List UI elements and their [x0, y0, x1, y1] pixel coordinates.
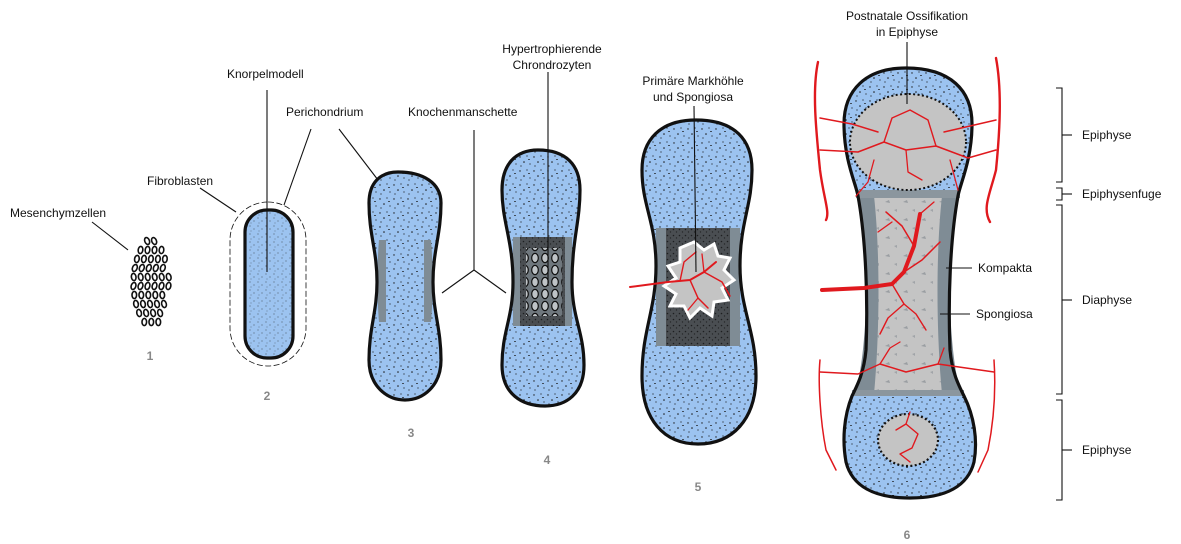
mesenchyme-cell — [159, 264, 166, 272]
bone-collar-right — [730, 228, 740, 346]
stage-number-6: 6 — [904, 528, 911, 542]
mesenchyme-cell — [160, 291, 165, 298]
stage-2-cartilage-model — [230, 202, 306, 366]
mesenchyme-cell — [155, 255, 160, 263]
mesenchyme-cell — [139, 291, 144, 298]
label-fibroblasten: Fibroblasten — [147, 174, 213, 188]
mesenchyme-cell — [137, 282, 143, 290]
mesenchyme-cell — [159, 273, 165, 281]
bone-collar-right — [424, 240, 433, 322]
mesenchyme-cell — [159, 246, 164, 254]
stage-6-bone — [815, 58, 1000, 498]
mesenchyme-cell — [147, 300, 153, 308]
mesenchyme-cell — [145, 264, 152, 272]
mesenchyme-cell-cluster — [130, 237, 172, 326]
mesenchyme-cell — [165, 282, 171, 290]
stage-number-1: 1 — [147, 349, 154, 363]
leader-fibroblasten — [200, 188, 236, 212]
label-kompakta: Kompakta — [978, 261, 1032, 275]
growth-plate-top — [856, 190, 960, 198]
mesenchyme-cell — [156, 318, 161, 325]
mesenchyme-cell — [153, 291, 158, 298]
mesenchyme-cell — [152, 273, 158, 281]
stage-5-bone-model — [630, 120, 756, 444]
mesenchyme-cell — [148, 255, 154, 263]
stage-number-5: 5 — [695, 480, 702, 494]
mesenchyme-cell — [130, 282, 137, 290]
label-perichondrium: Perichondrium — [286, 105, 363, 119]
bone-collar-left — [378, 240, 387, 322]
leader-perichondrium-2 — [284, 129, 311, 205]
stage-number-3: 3 — [408, 426, 415, 440]
mesenchyme-cell — [151, 282, 157, 290]
stage-3-bone-model — [369, 172, 441, 400]
mesenchyme-cell — [136, 309, 142, 317]
mesenchyme-cell — [154, 300, 160, 308]
mesenchyme-cell — [150, 309, 156, 317]
mesenchyme-cell — [144, 237, 151, 245]
mesenchyme-cell — [149, 318, 154, 325]
label-hypertrophierende-line1: Hypertrophierende — [502, 42, 602, 56]
mesenchyme-cell — [166, 273, 172, 281]
label-mesenchymzellen: Mesenchymzellen — [10, 206, 106, 220]
mesenchyme-cell — [144, 282, 150, 290]
stage-number-2: 2 — [264, 389, 271, 403]
label-ossifikation-line2: in Epiphyse — [876, 25, 938, 39]
mesenchyme-cell — [140, 300, 146, 308]
secondary-ossification-center-top — [850, 94, 966, 190]
leader-mesenchymzellen — [92, 222, 128, 250]
mesenchyme-cell — [152, 246, 157, 254]
mesenchyme-cell — [131, 264, 138, 272]
label-region-epiphysenfuge: Epiphysenfuge — [1082, 187, 1162, 201]
region-bracket-epiphyse-bottom — [1056, 400, 1072, 500]
mesenchyme-cell — [132, 291, 137, 298]
mesenchyme-cell — [141, 255, 147, 263]
label-markhoehle-line1: Primäre Markhöhle — [642, 74, 744, 88]
region-bracket-epiphyse-top — [1056, 88, 1072, 182]
label-markhoehle-line2: und Spongiosa — [653, 90, 733, 104]
mesenchyme-cell — [138, 273, 144, 281]
label-ossifikation-line1: Postnatale Ossifikation — [846, 9, 968, 23]
label-region-epiphyse-top: Epiphyse — [1082, 128, 1132, 142]
mesenchyme-cell — [161, 300, 167, 308]
mesenchyme-cell — [142, 318, 147, 325]
stage-number-4: 4 — [544, 453, 551, 467]
label-knorpelmodell: Knorpelmodell — [227, 67, 304, 81]
mesenchyme-cell — [138, 264, 145, 272]
leader-perichondrium-3 — [339, 129, 378, 180]
label-hypertrophierende-line2: Chrondrozyten — [513, 58, 592, 72]
mesenchyme-cell — [145, 273, 151, 281]
secondary-ossification-center-bottom — [878, 414, 938, 466]
mesenchyme-cell — [151, 237, 158, 245]
mesenchyme-cell — [143, 309, 149, 317]
mesenchyme-cell — [138, 246, 144, 254]
mesenchyme-cell — [152, 264, 159, 272]
mesenchyme-cell — [158, 282, 164, 290]
label-region-diaphyse: Diaphyse — [1082, 293, 1132, 307]
mesenchyme-cell — [131, 273, 137, 281]
mesenchyme-cell — [134, 255, 140, 263]
mesenchyme-cell — [133, 300, 139, 308]
label-spongiosa: Spongiosa — [976, 307, 1033, 321]
mesenchyme-cell — [162, 255, 167, 263]
leader-knochenmanschette — [442, 130, 506, 293]
mesenchyme-cell — [146, 291, 151, 298]
label-knochenmanschette: Knochenmanschette — [408, 105, 518, 119]
mesenchyme-cell — [157, 309, 163, 317]
region-bracket-diaphyse — [1056, 205, 1072, 394]
region-bracket-epiphysenfuge — [1056, 188, 1072, 200]
mesenchyme-cell — [145, 246, 150, 254]
stage-4-bone-model — [502, 150, 584, 406]
label-region-epiphyse-bottom: Epiphyse — [1082, 443, 1132, 457]
